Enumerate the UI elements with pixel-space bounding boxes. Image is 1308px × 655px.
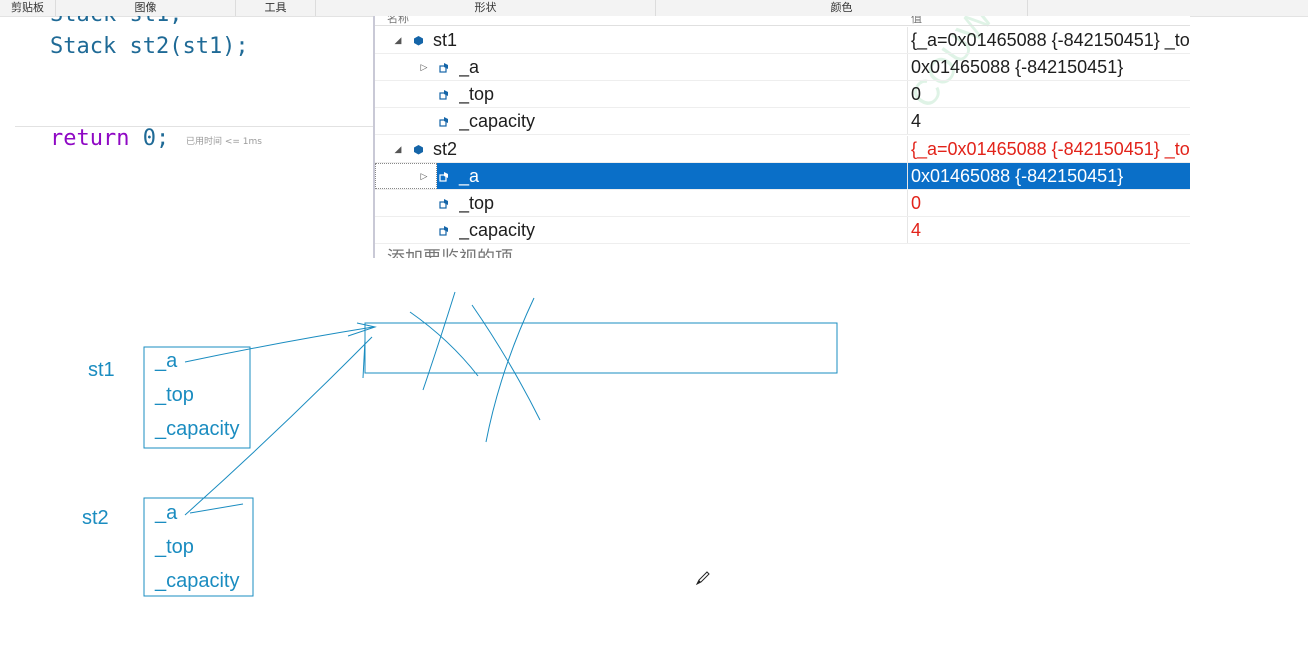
diagram-label-st1: st1 (88, 359, 115, 381)
field-variable-icon (439, 199, 448, 209)
st2-scribble (189, 503, 244, 514)
watch-row-st2-top[interactable]: _top 0 (375, 190, 1190, 217)
watch-row-st1[interactable]: ◢ st1 {_a=0x01465088 {-842150451} _top=0… (375, 27, 1190, 54)
st1-struct-box (143, 346, 251, 449)
st1-field-capacity: _capacity (154, 418, 240, 440)
focus-outline (375, 163, 437, 189)
watch-row-st1-capacity[interactable]: _capacity 4 (375, 108, 1190, 135)
code-line-st2[interactable]: Stack st2(st1); (50, 34, 249, 59)
st2-struct-box (143, 497, 254, 597)
cross-stroke-3 (485, 297, 535, 443)
ribbon-group-colors[interactable]: 颜色 (656, 0, 1028, 16)
watch-row-value[interactable]: {_a=0x01465088 {-842150451} _top=0 _capa… (907, 136, 1190, 162)
field-variable-icon (439, 63, 448, 73)
watch-row-name: _a (437, 163, 907, 189)
code-line-return[interactable]: return 0; (50, 126, 169, 151)
st2-field-capacity: _capacity (154, 570, 240, 592)
expand-triangle-icon[interactable]: ▷ (420, 62, 428, 72)
elapsed-time-hint: 已用时间 <= 1ms (186, 137, 262, 147)
watch-header-value[interactable]: 值 (911, 16, 922, 25)
watch-row-name: _top (459, 84, 495, 104)
watch-header: 名称 值 (375, 16, 1190, 26)
expand-triangle-icon[interactable]: ▷ (420, 171, 428, 181)
collapse-triangle-icon[interactable]: ◢ (394, 35, 402, 45)
watch-row-name: _capacity (459, 220, 536, 240)
st2-pointer-arrow (184, 336, 373, 516)
watch-row-value[interactable]: 0x01465088 {-842150451} (907, 54, 1190, 80)
watch-row-st1-top[interactable]: _top 0 (375, 81, 1190, 108)
watch-row-value[interactable]: 4 (907, 217, 1190, 243)
cross-stroke-4 (471, 304, 541, 421)
st1-arrowhead (347, 322, 377, 337)
watch-row-value[interactable]: 0 (907, 190, 1190, 216)
code-line-st1[interactable]: Stack st1; (50, 16, 182, 27)
ribbon-group-tools[interactable]: 工具 (236, 0, 316, 16)
watch-row-value[interactable]: 0x01465088 {-842150451} (907, 163, 1190, 189)
st1-field-top: _top (154, 384, 194, 406)
object-cube-icon (414, 145, 423, 155)
watch-row-name: _capacity (459, 111, 536, 131)
watch-row-st2-capacity[interactable]: _capacity 4 (375, 217, 1190, 244)
cross-stroke-1 (422, 291, 456, 391)
pencil-cursor-icon (695, 571, 710, 586)
ribbon-group-shapes[interactable]: 形状 (316, 0, 656, 16)
field-variable-icon (439, 90, 448, 100)
st1-pointer-arrow (184, 326, 374, 363)
return-keyword: return (50, 126, 130, 151)
heap-array-box (364, 322, 838, 374)
watch-row-name: st2 (433, 139, 458, 159)
field-variable-icon (439, 226, 448, 236)
watch-row-st1-a[interactable]: ▷ _a 0x01465088 {-842150451} (375, 54, 1190, 81)
watch-row-st2[interactable]: ◢ st2 {_a=0x01465088 {-842150451} _top=0… (375, 136, 1190, 163)
ribbon-group-image[interactable]: 图像 (56, 0, 236, 16)
st1-field-a: _a (154, 350, 178, 372)
collapse-triangle-icon[interactable]: ◢ (394, 144, 402, 154)
watch-row-st2-a[interactable]: ▷ _a 0x01465088 {-842150451} (375, 163, 1190, 190)
add-watch-item-placeholder[interactable]: 添加要监视的项 (387, 248, 513, 258)
st2-field-a: _a (154, 502, 178, 524)
diagram-label-st2: st2 (82, 507, 109, 529)
current-line-highlight (15, 126, 373, 127)
watch-row-name: _a (459, 57, 480, 77)
watch-row-name: _top (459, 193, 495, 213)
watch-header-name[interactable]: 名称 (387, 16, 409, 25)
st2-arrowhead (362, 339, 366, 379)
watch-row-value[interactable]: {_a=0x01465088 {-842150451} _top=0 _capa… (907, 27, 1190, 53)
field-variable-icon (439, 172, 448, 182)
return-value: 0; (129, 126, 170, 151)
st2-field-top: _top (154, 536, 194, 558)
watch-row-name: st1 (433, 30, 458, 50)
field-variable-icon (439, 117, 448, 127)
watch-row-value[interactable]: 0 (907, 81, 1190, 107)
ribbon-group-clipboard[interactable]: 剪贴板 (0, 0, 56, 16)
object-cube-icon (414, 36, 423, 46)
watch-row-value[interactable]: 4 (907, 108, 1190, 134)
cross-stroke-2 (409, 311, 479, 377)
watch-window: COUW 名称 值 ◢ st1 {_a=0x01465088 {-8421504… (373, 16, 1190, 258)
